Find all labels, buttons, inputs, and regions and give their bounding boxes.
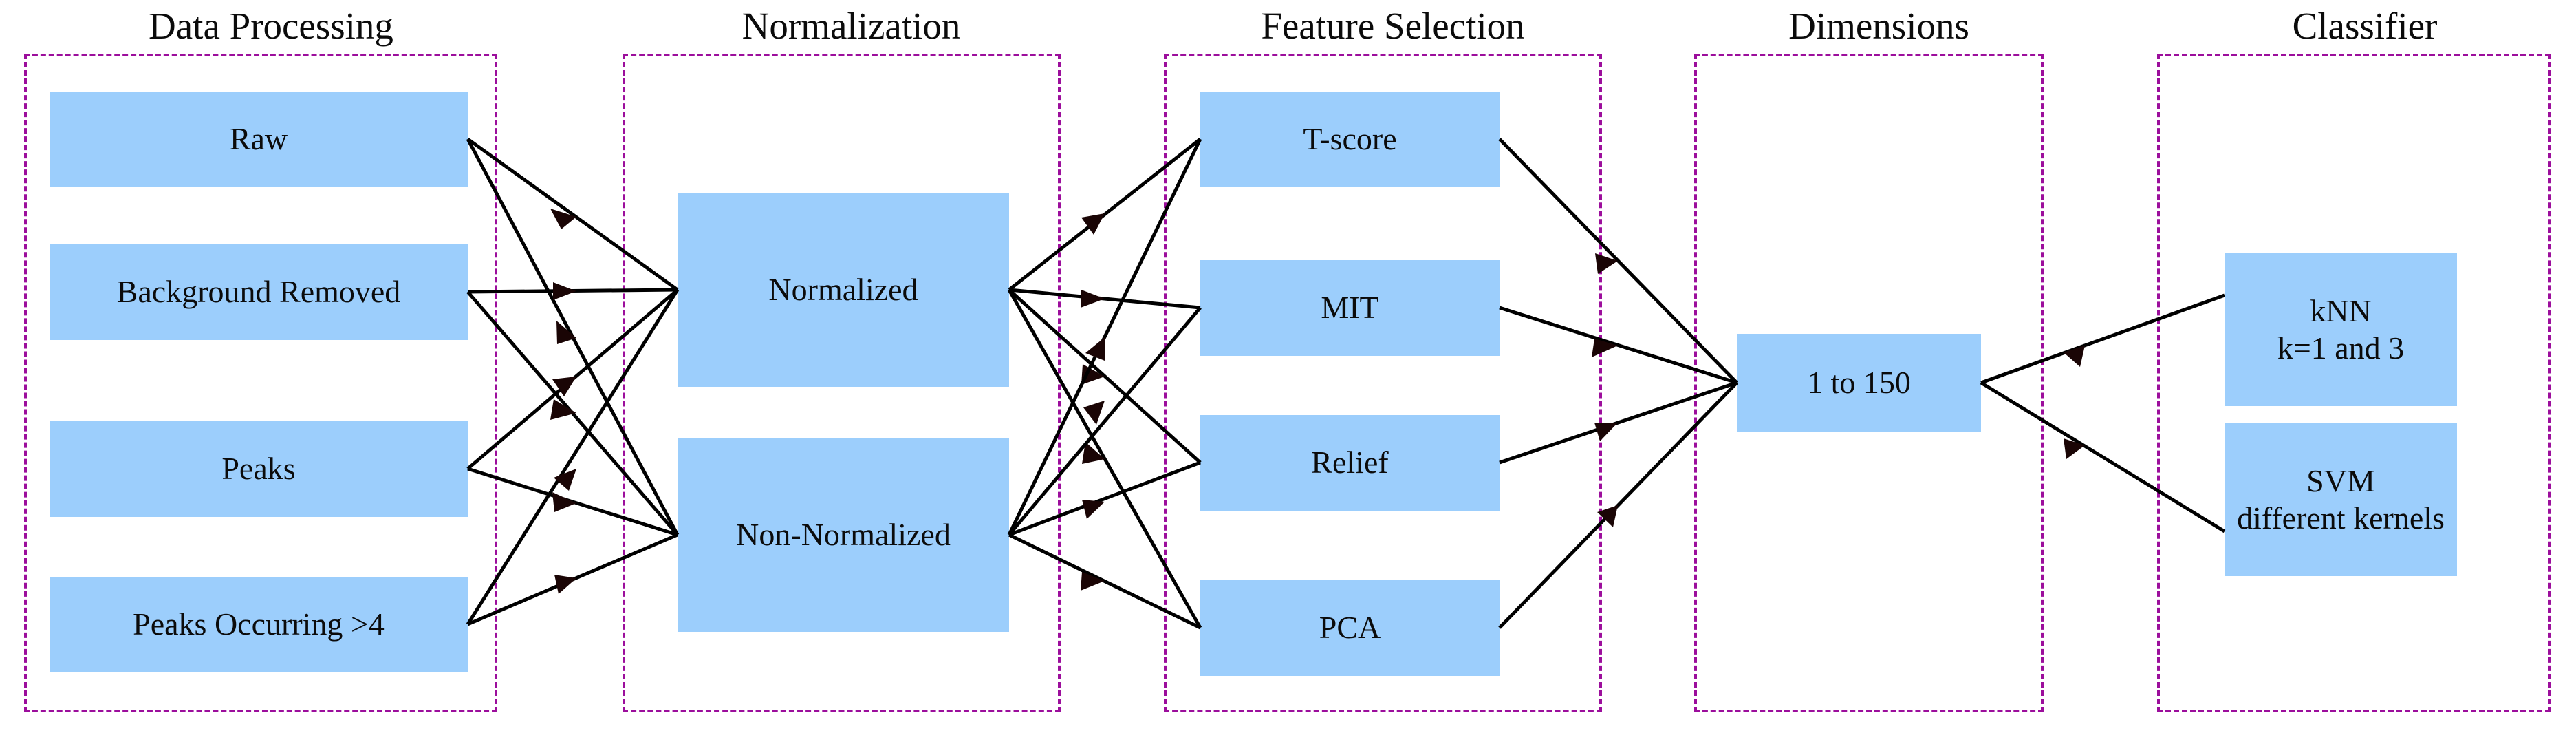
node-t-score-label: T-score	[1303, 121, 1397, 157]
node-non-normalized[interactable]: Non-Normalized	[678, 438, 1009, 632]
node-t-score[interactable]: T-score	[1200, 92, 1500, 187]
node-pca[interactable]: PCA	[1200, 580, 1500, 676]
node-mit[interactable]: MIT	[1200, 260, 1500, 356]
group-title-feature-selection: Feature Selection	[1173, 7, 1613, 45]
group-title-classifier: Classifier	[2174, 7, 2556, 45]
node-svm-label-line1: SVM	[2306, 463, 2375, 498]
node-non-normalized-label: Non-Normalized	[736, 517, 951, 553]
node-peaks[interactable]: Peaks	[50, 421, 468, 517]
node-raw-label: Raw	[229, 121, 288, 157]
group-title-data-processing: Data Processing	[41, 7, 501, 45]
node-normalized[interactable]: Normalized	[678, 193, 1009, 387]
node-relief-label: Relief	[1311, 445, 1389, 480]
node-svm[interactable]: SVM different kernels	[2225, 423, 2457, 576]
node-peaks-occurring[interactable]: Peaks Occurring >4	[50, 577, 468, 672]
node-knn[interactable]: kNN k=1 and 3	[2225, 253, 2457, 406]
node-knn-label-line2: k=1 and 3	[2277, 330, 2405, 365]
node-pca-label: PCA	[1319, 610, 1381, 646]
node-knn-label-line1: kNN	[2310, 293, 2372, 328]
node-one-to-150-label: 1 to 150	[1807, 364, 1911, 400]
group-title-normalization: Normalization	[636, 7, 1066, 45]
node-peaks-label: Peaks	[221, 451, 296, 487]
node-background-removed[interactable]: Background Removed	[50, 244, 468, 340]
group-title-dimensions: Dimensions	[1699, 7, 2059, 45]
node-mit-label: MIT	[1321, 290, 1379, 326]
node-svm-label-line2: different kernels	[2237, 500, 2445, 536]
node-peaks-occurring-label: Peaks Occurring >4	[133, 606, 385, 642]
node-raw[interactable]: Raw	[50, 92, 468, 187]
node-relief[interactable]: Relief	[1200, 415, 1500, 511]
node-one-to-150[interactable]: 1 to 150	[1737, 334, 1981, 432]
node-normalized-label: Normalized	[768, 272, 918, 308]
node-background-removed-label: Background Removed	[116, 274, 401, 310]
